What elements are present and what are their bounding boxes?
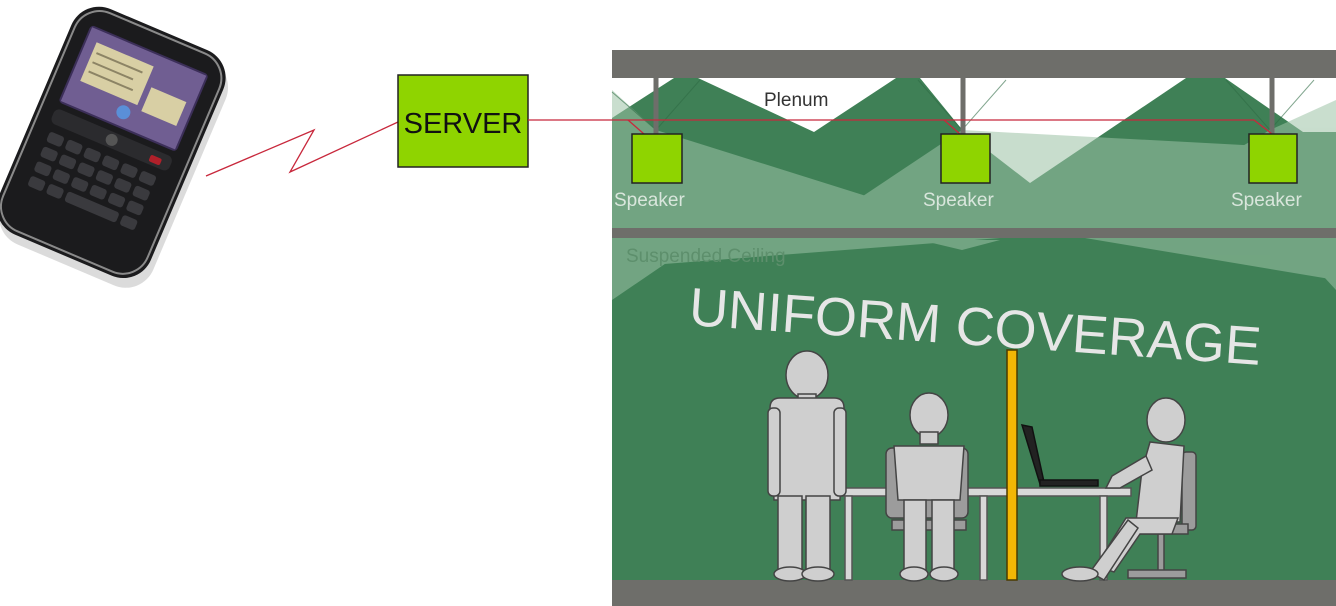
plenum-label: Plenum [764, 90, 828, 111]
standing-person-icon [767, 350, 847, 582]
speaker-label: Speaker [1231, 190, 1302, 211]
roof-slab [612, 50, 1336, 78]
speaker-label: Speaker [614, 190, 685, 211]
room-cross-section: Plenum Speaker Speaker Speaker Suspended… [528, 50, 1336, 606]
wireless-link-icon [205, 121, 399, 177]
privacy-divider [1006, 349, 1018, 581]
server-label: SERVER [404, 108, 523, 140]
floor-slab [612, 580, 1336, 606]
room-space [612, 238, 1336, 580]
speaker-3[interactable]: Speaker [1231, 133, 1302, 211]
smartphone-icon [0, 6, 229, 288]
server-box[interactable]: SERVER [397, 74, 529, 168]
speaker-hangers [653, 78, 1275, 134]
speaker-2[interactable]: Speaker [923, 133, 994, 211]
speaker-wiring [528, 119, 1273, 135]
speaker-1[interactable]: Speaker [614, 133, 685, 211]
seated-person-side-icon [1061, 397, 1197, 582]
suspended-ceiling [612, 228, 1336, 238]
plenum-air [612, 78, 1336, 183]
suspended-ceiling-label: Suspended Ceiling [626, 246, 786, 267]
seated-person-front-icon [885, 392, 969, 582]
speaker-label: Speaker [923, 190, 994, 211]
laptop-icon [1020, 424, 1099, 487]
